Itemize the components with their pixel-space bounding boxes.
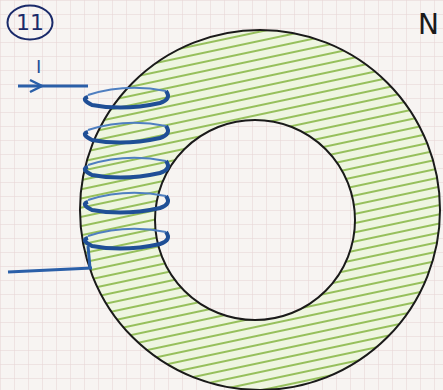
- winding-back: [88, 229, 166, 236]
- current-arrow: [30, 80, 42, 92]
- callout-number: 11: [16, 10, 44, 35]
- winding-end: [88, 246, 90, 268]
- winding-front: [85, 91, 168, 108]
- coil-winding: [85, 88, 168, 268]
- winding-back: [88, 88, 166, 95]
- winding-front: [85, 196, 168, 213]
- inner-edge: [155, 120, 355, 320]
- toroid-core: [80, 30, 440, 390]
- corner-letter: N: [418, 8, 439, 41]
- winding-back: [88, 123, 166, 130]
- winding-front: [85, 126, 168, 143]
- winding-front: [85, 161, 168, 178]
- winding-back: [88, 193, 166, 200]
- core-hatching: [80, 30, 440, 390]
- circled-number: 11: [6, 4, 54, 41]
- winding-back: [88, 158, 166, 165]
- outer-edge: [80, 30, 440, 390]
- current-label: I: [36, 56, 41, 77]
- lead-out-wire: [8, 268, 92, 272]
- lead-in-wire: [18, 85, 88, 88]
- winding-front: [85, 232, 168, 249]
